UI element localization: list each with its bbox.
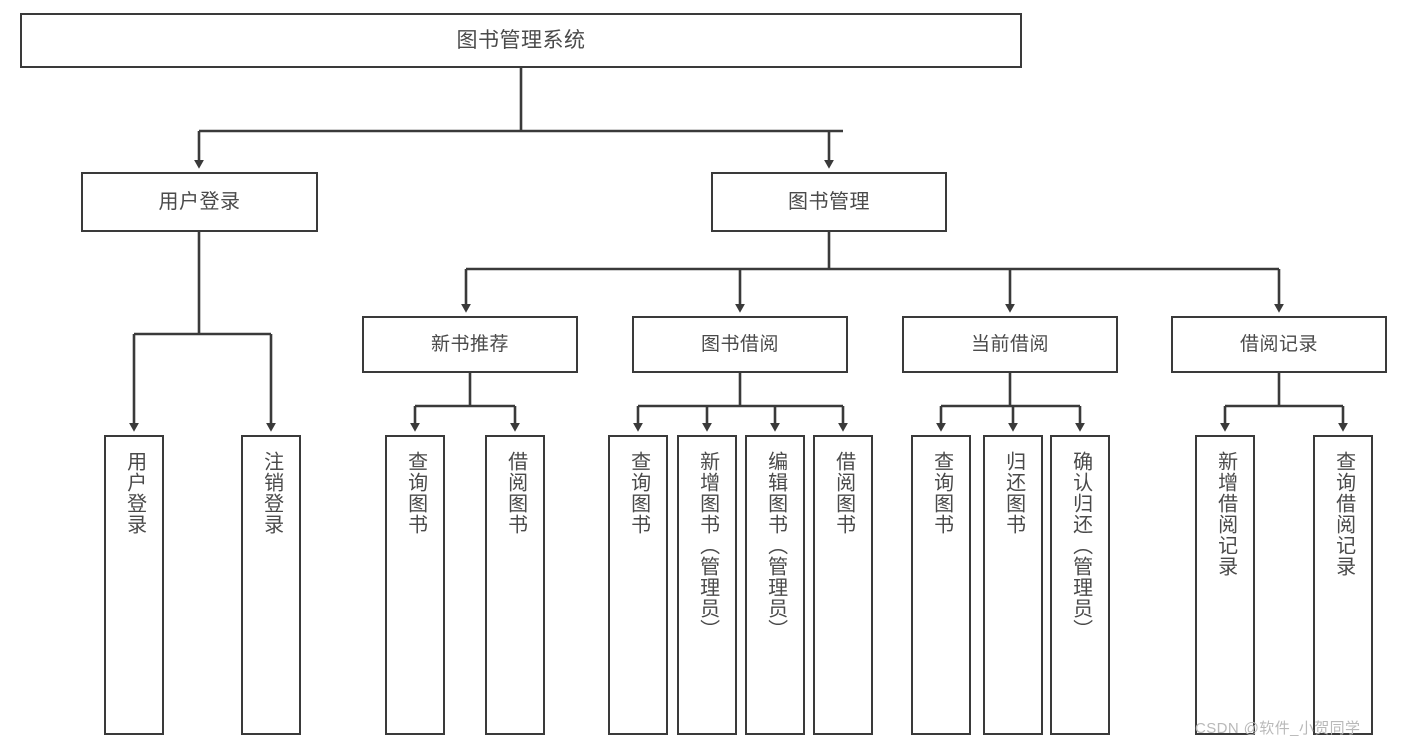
node-user-login[interactable]: 用户登录: [81, 172, 318, 232]
node-label: 用户登录: [123, 451, 146, 535]
edge-group-book-manage: [461, 232, 1284, 313]
edge-group-new-book-rec: [410, 373, 520, 432]
node-label: 查询图书: [404, 451, 427, 535]
node-leaf-borrow-lend-book[interactable]: 借阅图书: [813, 435, 873, 735]
node-label: 图书管理系统: [456, 28, 586, 52]
node-label: 当前借阅: [970, 333, 1049, 355]
node-new-book-rec[interactable]: 新书推荐: [362, 316, 578, 373]
node-leaf-borrow-edit-book[interactable]: 编辑图书（管理员）: [745, 435, 805, 735]
node-leaf-user-logout[interactable]: 注销登录: [241, 435, 301, 735]
edge-group-user-login: [129, 232, 276, 432]
node-label: 注销登录: [260, 451, 283, 535]
node-label: 确认归还（管理员）: [1069, 451, 1092, 640]
node-label: 借阅记录: [1239, 333, 1318, 355]
node-leaf-borrow-add-book[interactable]: 新增图书（管理员）: [677, 435, 737, 735]
node-leaf-rec-query-record[interactable]: 查询借阅记录: [1313, 435, 1373, 735]
edge-group-current-borrow: [936, 373, 1085, 432]
node-leaf-rec-query-book[interactable]: 查询图书: [385, 435, 445, 735]
node-label: 新增图书（管理员）: [696, 451, 719, 640]
edge-group-book-borrow: [633, 373, 848, 432]
node-label: 编辑图书（管理员）: [764, 451, 787, 640]
node-label: 归还图书: [1002, 451, 1025, 535]
node-label: 图书管理: [788, 190, 870, 213]
node-book-manage[interactable]: 图书管理: [711, 172, 947, 232]
node-label: 查询借阅记录: [1332, 451, 1355, 577]
node-label: 用户登录: [158, 190, 241, 213]
node-leaf-rec-borrow-book[interactable]: 借阅图书: [485, 435, 545, 735]
node-label: 新增借阅记录: [1214, 451, 1237, 577]
node-leaf-cur-query-book[interactable]: 查询图书: [911, 435, 971, 735]
csdn-watermark: CSDN @软件_小贺同学: [1195, 720, 1361, 737]
node-label: 借阅图书: [832, 451, 855, 535]
node-leaf-borrow-query-book[interactable]: 查询图书: [608, 435, 668, 735]
node-leaf-user-login[interactable]: 用户登录: [104, 435, 164, 735]
node-current-borrow[interactable]: 当前借阅: [902, 316, 1118, 373]
node-leaf-cur-confirm-return[interactable]: 确认归还（管理员）: [1050, 435, 1110, 735]
node-root-system[interactable]: 图书管理系统: [20, 13, 1022, 68]
node-label: 借阅图书: [504, 451, 527, 535]
edge-group-borrow-record: [1220, 373, 1348, 432]
node-label: 新书推荐: [430, 333, 509, 355]
node-label: 查询图书: [627, 451, 650, 535]
node-book-borrow[interactable]: 图书借阅: [632, 316, 848, 373]
node-borrow-record[interactable]: 借阅记录: [1171, 316, 1387, 373]
node-label: 查询图书: [930, 451, 953, 535]
node-label: 图书借阅: [700, 333, 779, 355]
node-leaf-cur-return-book[interactable]: 归还图书: [983, 435, 1043, 735]
edge-group-root: [194, 68, 843, 169]
node-leaf-rec-add-record[interactable]: 新增借阅记录: [1195, 435, 1255, 735]
